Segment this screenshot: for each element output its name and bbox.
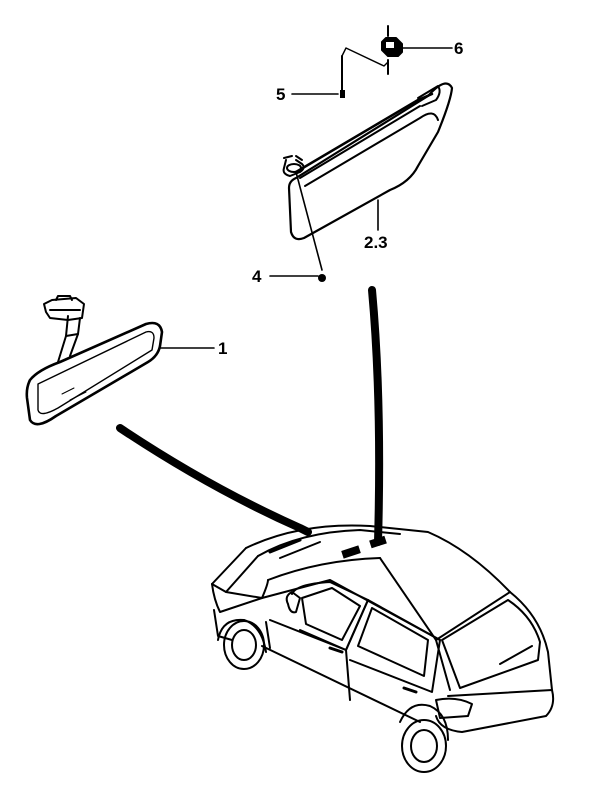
visor-screw-upper-icon xyxy=(340,55,345,98)
visor-screw-lower-icon xyxy=(318,274,326,282)
callout-2-3: 2.3 xyxy=(364,233,388,252)
vehicle-outline xyxy=(211,524,555,733)
connector-line xyxy=(341,47,389,67)
mirror-location-arrow xyxy=(116,424,312,536)
front-wheel xyxy=(217,618,267,670)
visor-pivot-bracket xyxy=(282,155,305,177)
visor-location-arrow xyxy=(368,286,384,546)
rearview-mirror xyxy=(25,295,164,426)
rear-wheel xyxy=(399,703,449,773)
callout-leaders xyxy=(159,47,453,349)
callout-1: 1 xyxy=(218,339,228,358)
callout-6: 6 xyxy=(454,39,464,58)
visor-retainer-clip-icon xyxy=(381,25,403,75)
visor-screw-leader xyxy=(295,171,323,271)
callout-4: 4 xyxy=(252,267,262,286)
sun-visor xyxy=(287,82,454,241)
callout-5: 5 xyxy=(276,85,286,104)
